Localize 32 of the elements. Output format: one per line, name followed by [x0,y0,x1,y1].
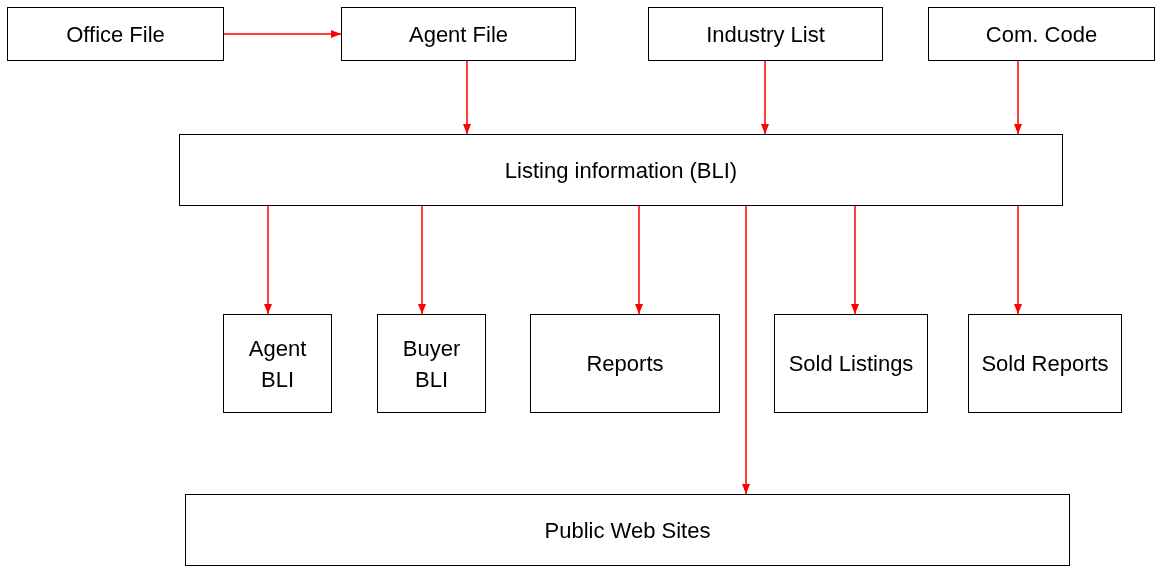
process-box [341,7,576,61]
process-box [179,134,1063,206]
process-box [648,7,883,61]
box-label: Sold Listings [788,350,914,378]
process-box [223,314,332,413]
box-label: Sold Reports [981,350,1109,378]
arrow [418,205,426,315]
box-label: Public Web Sites [544,516,711,545]
arrow [635,205,643,315]
box-label: Agent BLI [247,334,308,394]
arrow [742,205,750,495]
box-label: Com. Code [985,20,1098,49]
arrow [1014,60,1022,135]
process-box [185,494,1070,566]
box-label: Buyer BLI [401,334,462,394]
arrow [761,60,769,135]
arrow [463,60,471,135]
process-box [377,314,486,413]
process-box [530,314,720,413]
box-label: Reports [586,350,664,378]
arrow [851,205,859,315]
box-label: Industry List [706,20,825,49]
process-box [968,314,1122,413]
process-box [928,7,1155,61]
arrow [1014,205,1022,315]
arrow [264,205,272,315]
process-box [7,7,224,61]
process-box [774,314,928,413]
box-label: Office File [66,20,165,49]
box-label: Agent File [408,20,509,49]
arrow [223,30,342,38]
box-label: Listing information (BLI) [504,156,738,185]
